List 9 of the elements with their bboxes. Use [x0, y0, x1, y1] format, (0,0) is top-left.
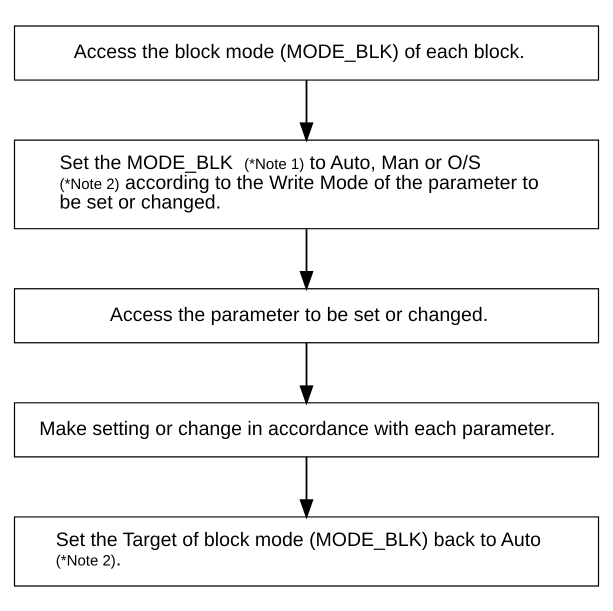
node-box: Access the block mode (MODE_BLK) of each block. — [14, 24, 600, 80]
node-box: Access the parameter to be set or changed. — [14, 288, 600, 343]
node-box: Set the MODE_BLK (*Note 1) to Auto, Man or O/S (*Note 2) according to the Write Mode of the parameter to be set or changed. — [14, 139, 600, 229]
node-box: Set the Target of block mode (MODE_BLK) back to Auto (*Note 2). — [14, 516, 600, 586]
arrow — [299, 342, 314, 405]
arrow — [299, 456, 314, 519]
arrow — [299, 80, 314, 142]
node-box: Make setting or change in accordance with each parameter. — [14, 402, 600, 457]
arrow — [299, 228, 314, 291]
